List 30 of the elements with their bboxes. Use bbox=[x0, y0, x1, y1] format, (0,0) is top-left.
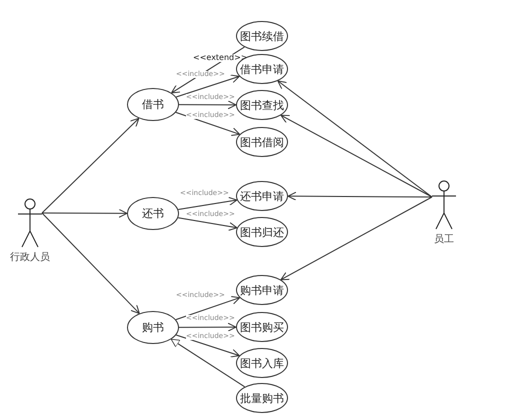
use-case-ellipse: 还书申请 bbox=[236, 181, 288, 211]
arrow bbox=[178, 196, 238, 210]
arrow bbox=[42, 208, 128, 218]
arrow bbox=[280, 196, 432, 280]
use-case-ellipse: 购书申请 bbox=[236, 275, 288, 305]
use-case-ellipse: 借书 bbox=[127, 88, 179, 121]
use-case-ellipse: 批量购书 bbox=[236, 383, 288, 413]
use-case-ellipse: 图书借阅 bbox=[236, 127, 288, 157]
use-case-ellipse: 购书 bbox=[127, 311, 179, 344]
arrow bbox=[175, 112, 240, 136]
arrow bbox=[175, 296, 240, 320]
use-case-ellipse: 图书归还 bbox=[236, 217, 288, 247]
arrow bbox=[288, 192, 432, 201]
use-case-ellipse: 图书入库 bbox=[236, 348, 288, 378]
arrow bbox=[178, 322, 236, 332]
arrow bbox=[176, 334, 240, 358]
generalization-arrow bbox=[170, 338, 246, 388]
arrow bbox=[178, 217, 238, 231]
arrow bbox=[280, 114, 432, 198]
arrow bbox=[176, 74, 240, 98]
arrow bbox=[178, 100, 236, 110]
use-case-ellipse: 还书 bbox=[127, 197, 179, 230]
use-case-ellipse: 图书查找 bbox=[236, 90, 288, 120]
arrow bbox=[277, 80, 432, 198]
arrow bbox=[42, 118, 140, 214]
arrow bbox=[42, 212, 140, 314]
actor-label: 员工 bbox=[434, 233, 454, 246]
actor-label: 行政人员 bbox=[10, 251, 50, 264]
use-case-ellipse: 图书续借 bbox=[236, 21, 288, 51]
use-case-ellipse: 图书购买 bbox=[236, 312, 288, 342]
